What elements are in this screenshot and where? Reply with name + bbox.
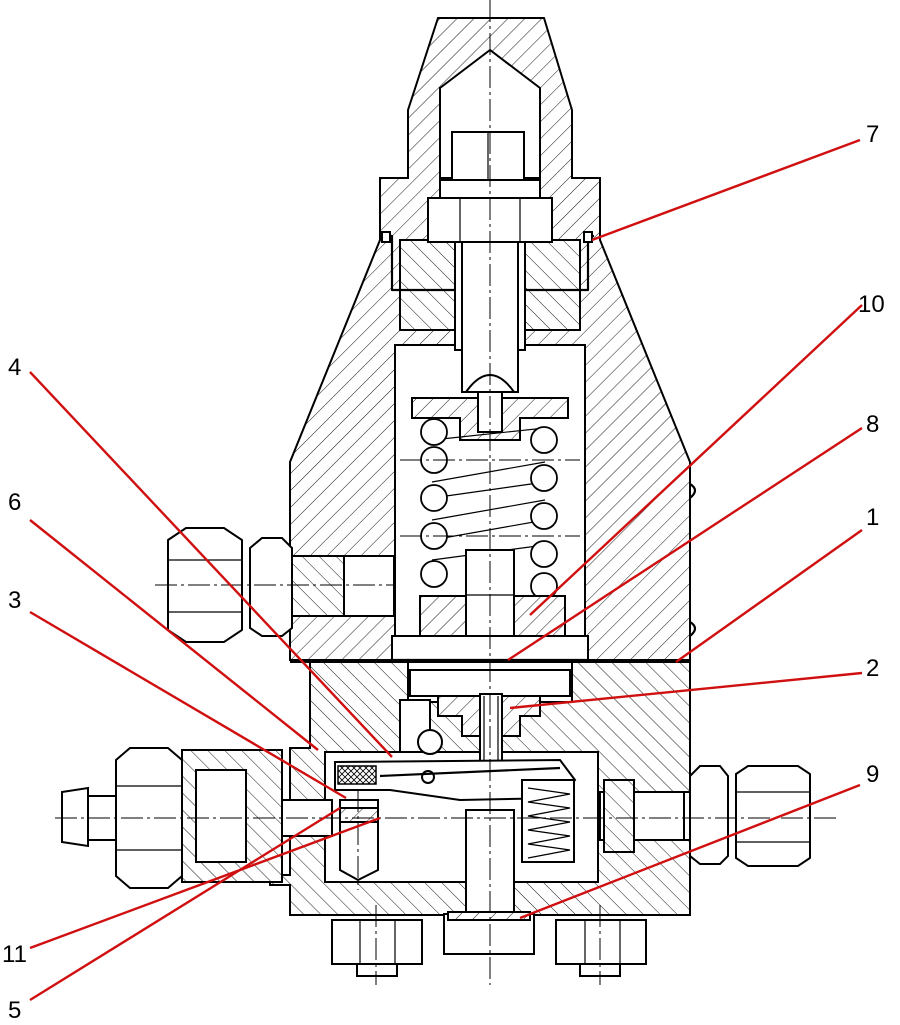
leader-2 bbox=[509, 671, 863, 710]
callout-10: 10 bbox=[858, 291, 885, 318]
callout-1: 1 bbox=[866, 504, 879, 531]
leader-6 bbox=[29, 519, 319, 751]
callout-6: 6 bbox=[8, 489, 21, 516]
callout-7: 7 bbox=[866, 121, 879, 148]
bottom-left-nut bbox=[331, 919, 423, 977]
leader-10 bbox=[529, 304, 863, 616]
leader-4 bbox=[29, 371, 393, 758]
leader-5 bbox=[29, 806, 341, 1002]
leader-11 bbox=[29, 816, 381, 950]
leader-7 bbox=[591, 138, 861, 242]
callout-2: 2 bbox=[866, 655, 879, 682]
lever-spring bbox=[521, 779, 575, 863]
lever-arm bbox=[334, 729, 577, 802]
leader-1 bbox=[675, 529, 863, 663]
callout-5: 5 bbox=[8, 997, 21, 1024]
leader-3 bbox=[29, 610, 347, 800]
callout-3: 3 bbox=[8, 587, 21, 614]
callout-labels: 7 10 8 1 2 9 4 6 3 11 5 bbox=[2, 121, 885, 1024]
leader-8 bbox=[507, 426, 863, 662]
callout-4: 4 bbox=[8, 354, 21, 381]
center-lines bbox=[55, 0, 840, 985]
main-spring bbox=[400, 418, 580, 600]
right-fitting bbox=[603, 765, 811, 867]
bottom-right-nut bbox=[555, 919, 647, 977]
leader-lines bbox=[29, 138, 863, 1002]
callout-8: 8 bbox=[866, 411, 879, 438]
callout-11: 11 bbox=[2, 941, 27, 968]
lower-left-fitting bbox=[61, 747, 333, 889]
leader-9 bbox=[519, 783, 861, 920]
side-screws bbox=[689, 483, 697, 637]
callout-9: 9 bbox=[866, 761, 879, 788]
